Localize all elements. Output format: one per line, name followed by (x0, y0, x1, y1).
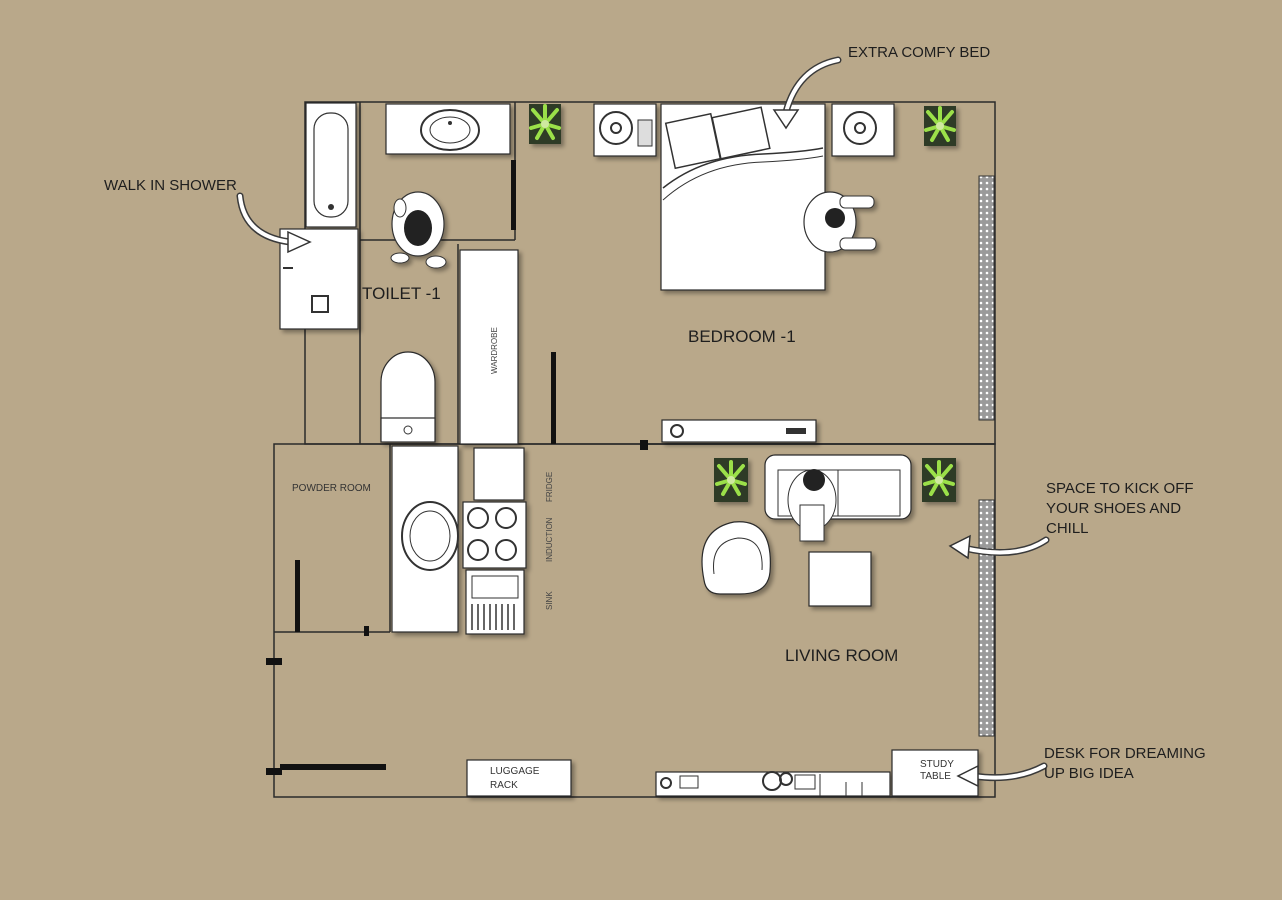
desk-arrow (956, 762, 1048, 788)
powder-room-label: POWDER ROOM (292, 483, 371, 494)
bed-arrow (772, 56, 842, 130)
entry-stop (266, 658, 282, 665)
bottom-furniture (466, 749, 979, 797)
bedroom-window (978, 175, 995, 421)
blanket-fold (662, 147, 824, 189)
study-label-1: STUDY (920, 759, 954, 770)
desk-callout-1: DESK FOR DREAMING (1044, 745, 1206, 762)
plant-icon (529, 104, 561, 144)
shower-callout: WALK IN SHOWER (104, 177, 237, 194)
plant-icon (714, 458, 748, 502)
plant-icon (924, 106, 956, 146)
induction-label: INDUCTION (545, 517, 554, 562)
sink-label: SINK (545, 591, 554, 610)
coffee-table (808, 551, 872, 607)
bedroom-furniture (529, 103, 956, 443)
luggage-label-2: RACK (490, 780, 518, 791)
powder-basin-icon (401, 501, 459, 571)
luggage-rack (466, 759, 572, 797)
wc-cistern (380, 417, 436, 443)
entry-door-stop (266, 768, 282, 775)
kitchen-sink (465, 569, 525, 635)
bedroom-label: BEDROOM -1 (688, 327, 796, 346)
chill-callout-1: SPACE TO KICK OFF (1046, 480, 1194, 497)
chill-arrow (948, 534, 1050, 560)
powder-stop (364, 626, 369, 636)
lower-outer-wall (273, 443, 996, 798)
burner-icon (467, 507, 489, 529)
lamp-icon (843, 111, 877, 145)
living-furniture (701, 454, 956, 607)
toilet-basin-inner (429, 116, 471, 144)
armchair (701, 521, 771, 595)
bathtub-drain (328, 204, 334, 210)
pillow-left (664, 112, 722, 170)
burner-icon (495, 539, 517, 561)
person-icon (787, 469, 837, 542)
burner-icon (467, 539, 489, 561)
toilet-label: TOILET -1 (362, 284, 441, 303)
lamp-icon (599, 111, 633, 145)
living-window (978, 499, 995, 737)
person-icon (803, 191, 877, 253)
living-room-label: LIVING ROOM (785, 646, 898, 665)
callout-arrows (236, 56, 1050, 788)
walls (273, 101, 996, 798)
pillow-right (711, 106, 771, 160)
luggage-label-1: LUGGAGE (490, 766, 540, 777)
powder-door[interactable] (295, 560, 300, 632)
shower-arrow (236, 192, 312, 254)
fridge-label: FRIDGE (545, 472, 554, 502)
desk-callout-2: UP BIG IDEA (1044, 765, 1134, 782)
bed-callout: EXTRA COMFY BED (848, 44, 990, 61)
kitchen-strip (391, 445, 527, 635)
shower-drain-icon (311, 295, 329, 313)
bedroom-door[interactable] (551, 352, 556, 444)
tv-unit (661, 419, 817, 443)
door-stop (640, 440, 648, 450)
person-icon (390, 191, 447, 269)
toilet-door[interactable] (511, 160, 516, 230)
bathtub-basin (313, 112, 349, 218)
plant-icon (922, 458, 956, 502)
toilet-room (279, 102, 511, 443)
study-label-2: TABLE (920, 771, 951, 782)
fridge (473, 447, 525, 501)
entry-door[interactable] (280, 764, 386, 770)
doors (266, 160, 648, 775)
chill-callout-3: CHILL (1046, 520, 1089, 537)
burner-icon (495, 507, 517, 529)
wardrobe-label: WARDROBE (490, 327, 499, 374)
chill-callout-2: YOUR SHOES AND (1046, 500, 1181, 517)
toilet-basin-icon (420, 109, 480, 151)
kettle-icon (762, 771, 782, 791)
wardrobe (459, 249, 519, 445)
